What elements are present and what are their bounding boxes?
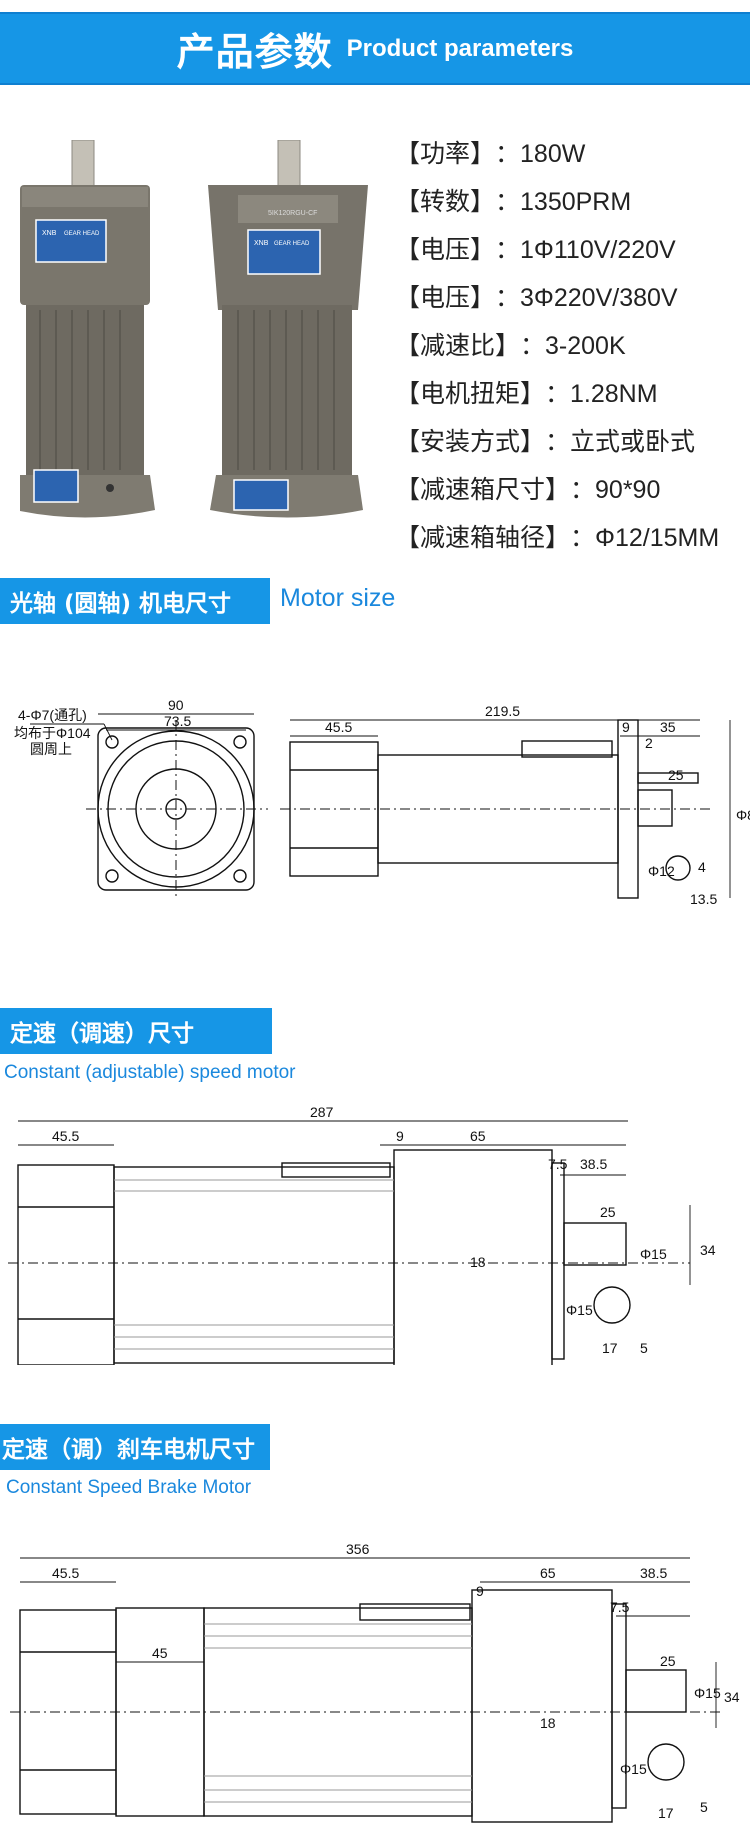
svg-text:圆周上: 圆周上 (30, 741, 72, 757)
section-title-brake-motor: 定速（调）刹车电机尺寸 (0, 1424, 270, 1470)
svg-text:GEAR HEAD: GEAR HEAD (274, 241, 310, 247)
svg-text:7.5: 7.5 (548, 1156, 568, 1172)
svg-text:Φ15: Φ15 (620, 1761, 647, 1777)
svg-text:219.5: 219.5 (485, 703, 520, 719)
svg-text:356: 356 (346, 1541, 370, 1557)
svg-text:4: 4 (698, 859, 706, 875)
spec-row-torque: 【电机扭矩】：1.28NM (395, 379, 658, 408)
section-subtitle-brake-motor: Constant Speed Brake Motor (6, 1477, 252, 1498)
svg-text:35: 35 (660, 719, 676, 735)
spec-row-voltage-1: 【电压】：1Φ110V/220V (395, 235, 676, 264)
svg-text:65: 65 (540, 1565, 556, 1581)
svg-text:9: 9 (622, 719, 630, 735)
svg-text:Φ83: Φ83 (736, 807, 750, 823)
svg-text:4-Φ7(通孔): 4-Φ7(通孔) (18, 707, 87, 723)
svg-text:34: 34 (700, 1242, 716, 1258)
spec-row-mounting: 【安装方式】：立式或卧式 (395, 427, 696, 456)
svg-text:7.5: 7.5 (610, 1599, 630, 1615)
svg-text:90: 90 (168, 697, 184, 713)
svg-text:25: 25 (660, 1653, 676, 1669)
svg-text:17: 17 (658, 1805, 674, 1821)
svg-text:9: 9 (476, 1583, 484, 1599)
svg-text:GEAR HEAD: GEAR HEAD (64, 231, 100, 237)
svg-text:45: 45 (152, 1645, 168, 1661)
svg-text:45.5: 45.5 (325, 719, 352, 735)
svg-text:18: 18 (470, 1254, 486, 1270)
motor-photo-left: XNB GEAR HEAD (20, 140, 155, 518)
svg-text:18: 18 (540, 1715, 556, 1731)
svg-text:73.5: 73.5 (164, 713, 191, 729)
header-title-en: Product parameters (346, 34, 574, 62)
svg-text:45.5: 45.5 (52, 1565, 79, 1581)
photo-model-label: 5IK120RGU-CF (268, 210, 317, 217)
spec-list: 【功率】：180W 【转数】：1350PRM 【电压】：1Φ110V/220V … (395, 128, 745, 560)
svg-text:Φ15: Φ15 (566, 1302, 593, 1318)
drawing-brake-motor: 356 45.5 45 9 65 7.5 38.5 25 Φ15 34 18 Φ… (10, 1541, 740, 1823)
svg-text:25: 25 (668, 767, 684, 783)
section-title-constant-speed: 定速（调速）尺寸 (0, 1008, 272, 1054)
spec-row-shaft-diameter: 【减速箱轴径】：Φ12/15MM (395, 523, 720, 552)
svg-text:5: 5 (700, 1799, 708, 1815)
section-title-motor-size: 光轴 (圆轴) 机电尺寸 (0, 578, 270, 624)
svg-text:Φ15: Φ15 (640, 1246, 667, 1262)
svg-text:65: 65 (470, 1128, 486, 1144)
svg-text:38.5: 38.5 (580, 1156, 607, 1172)
header-title-cn: 产品参数 (176, 30, 333, 74)
svg-text:XNB: XNB (254, 240, 269, 247)
svg-text:9: 9 (396, 1128, 404, 1144)
spec-row-power: 【功率】：180W (395, 139, 586, 168)
svg-text:均布于Φ104: 均布于Φ104 (14, 725, 91, 741)
svg-text:5: 5 (640, 1340, 648, 1356)
page-header: 产品参数 Product parameters (0, 12, 750, 85)
svg-text:2: 2 (645, 735, 653, 751)
motor-photo-right: XNB GEAR HEAD 5IK120RGU-CF (208, 140, 368, 518)
svg-text:25: 25 (600, 1204, 616, 1220)
svg-text:287: 287 (310, 1105, 334, 1120)
drawing-motor-size: 90 73.5 4-Φ7(通孔) 均布于Φ104 圆周上 219.5 45.5 … (14, 697, 750, 907)
spec-row-ratio: 【减速比】：3-200K (395, 331, 626, 360)
section-subtitle-motor-size: Motor size (280, 584, 396, 612)
spec-row-voltage-3: 【电压】：3Φ220V/380V (395, 283, 678, 312)
svg-text:13.5: 13.5 (690, 891, 717, 907)
drawing-constant-speed: 287 45.5 9 65 7.5 38.5 25 Φ15 34 18 Φ15 … (8, 1105, 716, 1365)
svg-text:Φ15: Φ15 (694, 1685, 721, 1701)
spec-row-speed: 【转数】：1350PRM (395, 187, 632, 216)
svg-text:45.5: 45.5 (52, 1128, 79, 1144)
spec-row-gearbox-size: 【减速箱尺寸】：90*90 (395, 475, 661, 504)
svg-text:34: 34 (724, 1689, 740, 1705)
photo-brand: XNB (42, 230, 57, 237)
svg-text:17: 17 (602, 1340, 618, 1356)
svg-text:38.5: 38.5 (640, 1565, 667, 1581)
svg-text:Φ12: Φ12 (648, 863, 675, 879)
section-subtitle-constant-speed: Constant (adjustable) speed motor (4, 1062, 296, 1083)
